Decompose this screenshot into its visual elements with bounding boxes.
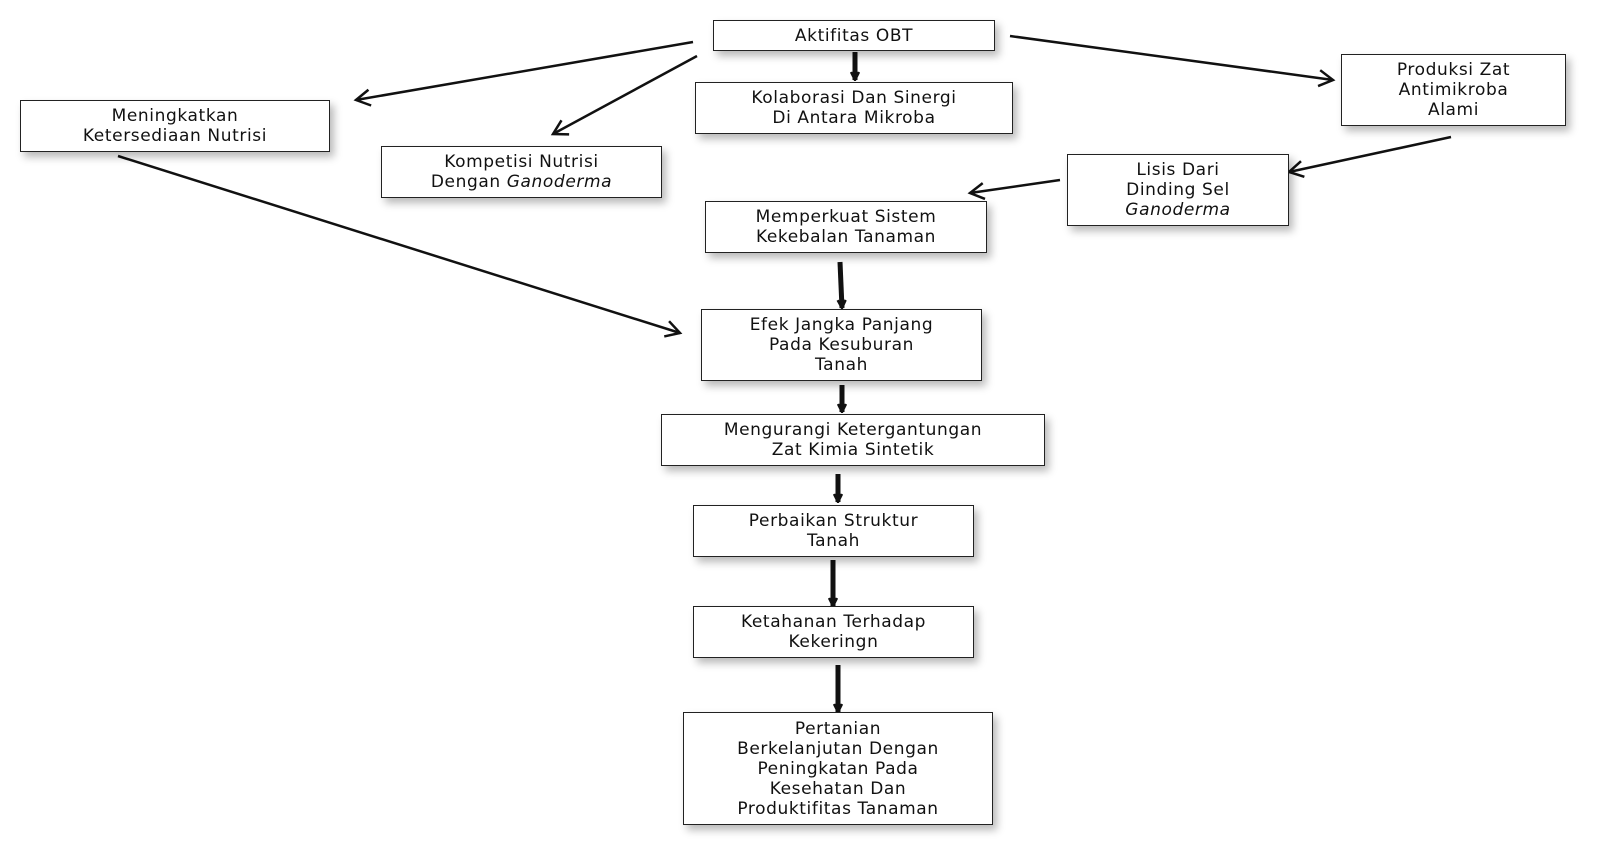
node-kompetisi-line2-prefix: Dengan	[430, 172, 501, 192]
node-pertanian-line5: Produktifitas Tanaman	[737, 798, 939, 819]
node-lisis-line2: Dinding Sel	[1126, 180, 1230, 200]
node-aktifitas-line1: Aktifitas OBT	[794, 25, 914, 46]
node-pertanian-line1: Pertanian	[794, 718, 882, 739]
node-kompetisi-line2: Dengan Ganoderma	[431, 172, 612, 192]
node-ketahanan-line2: Kekeringn	[788, 632, 879, 652]
node-kolaborasi-line2: Di Antara Mikroba	[772, 108, 936, 128]
node-kompetisi: Kompetisi Nutrisi Dengan Ganoderma	[381, 146, 662, 198]
node-efek-line3: Tanah	[815, 355, 868, 375]
node-produksi-line3: Alami	[1427, 100, 1480, 120]
node-kompetisi-ganoderma: Ganoderma	[506, 172, 613, 192]
arrow-aktifitas-to-produksi	[1009, 34, 1336, 88]
node-perbaikan: Perbaikan Struktur Tanah	[693, 505, 974, 557]
arrow-meningkatkan-to-efek	[117, 154, 683, 338]
node-mengurangi-line1: Mengurangi Ketergantungan	[723, 420, 983, 440]
node-ketahanan-line1: Ketahanan Terhadap	[740, 612, 927, 632]
node-meningkatkan-line2: Ketersediaan Nutrisi	[82, 126, 268, 146]
node-lisis: Lisis Dari Dinding Sel Ganoderma	[1067, 154, 1289, 226]
node-memperkuat-line2: Kekebalan Tanaman	[755, 227, 937, 247]
node-meningkatkan-line1: Meningkatkan	[111, 106, 239, 126]
node-kolaborasi-line1: Kolaborasi Dan Sinergi	[751, 88, 957, 108]
node-pertanian-line3: Peningkatan Pada	[757, 758, 919, 779]
node-mengurangi: Mengurangi Ketergantungan Zat Kimia Sint…	[661, 414, 1045, 466]
node-mengurangi-line2: Zat Kimia Sintetik	[771, 440, 935, 460]
node-efek-line1: Efek Jangka Panjang	[749, 315, 934, 335]
arrow-aktifitas-to-meningkatkan	[353, 40, 694, 107]
node-kolaborasi: Kolaborasi Dan Sinergi Di Antara Mikroba	[695, 82, 1013, 134]
node-efek-line2: Pada Kesuburan	[768, 335, 915, 355]
arrow-lisis-to-memperkuat	[967, 178, 1061, 201]
arrow-produksi-to-lisis	[1286, 135, 1452, 179]
node-efek: Efek Jangka Panjang Pada Kesuburan Tanah	[701, 309, 982, 381]
node-perbaikan-line2: Tanah	[807, 531, 860, 551]
node-lisis-ganoderma: Ganoderma	[1125, 200, 1231, 220]
node-pertanian-line2: Berkelanjutan Dengan	[737, 738, 939, 759]
node-lisis-line1: Lisis Dari	[1136, 160, 1220, 180]
node-ketahanan: Ketahanan Terhadap Kekeringn	[693, 606, 974, 658]
node-memperkuat-line1: Memperkuat Sistem	[755, 207, 937, 227]
arrow-memperkuat-to-efek	[840, 261, 842, 308]
arrow-aktifitas-to-kompetisi	[550, 54, 698, 136]
node-pertanian-line4: Kesehatan Dan	[769, 778, 907, 799]
node-meningkatkan: Meningkatkan Ketersediaan Nutrisi	[20, 100, 330, 152]
node-memperkuat: Memperkuat Sistem Kekebalan Tanaman	[705, 201, 987, 253]
node-produksi-line1: Produksi Zat	[1396, 60, 1511, 80]
node-perbaikan-line1: Perbaikan Struktur	[748, 511, 919, 531]
node-kompetisi-line1: Kompetisi Nutrisi	[444, 152, 599, 172]
node-pertanian: Pertanian Berkelanjutan Dengan Peningkat…	[683, 712, 993, 825]
node-produksi: Produksi Zat Antimikroba Alami	[1341, 54, 1566, 126]
node-aktifitas-obt: Aktifitas OBT	[713, 20, 995, 51]
node-produksi-line2: Antimikroba	[1398, 80, 1509, 100]
